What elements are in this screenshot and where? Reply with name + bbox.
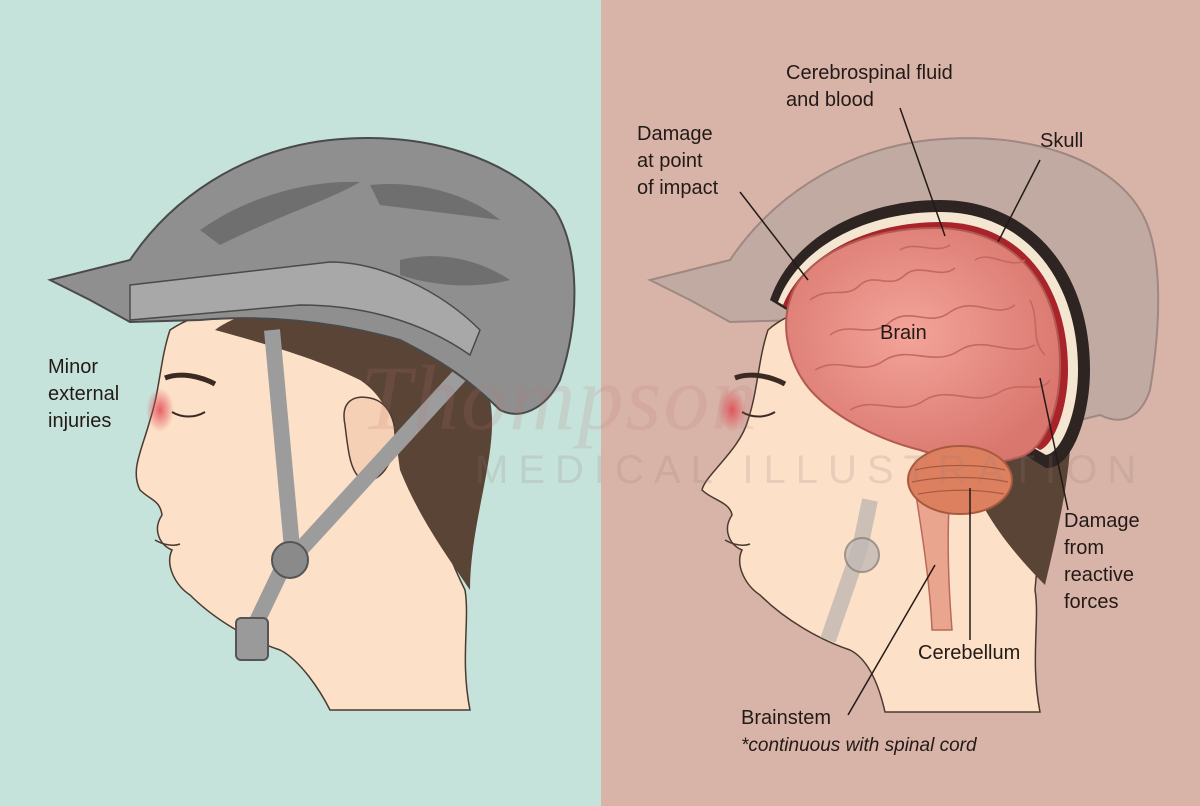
brain-gyri	[809, 244, 1051, 411]
label-brain: Brain	[880, 322, 927, 344]
label-cerebellum: Cerebellum	[918, 642, 1021, 664]
leader-damage-reactive	[1039, 377, 1069, 511]
leader-damage-impact	[739, 191, 809, 281]
left-eye	[171, 411, 206, 418]
leader-lines	[739, 107, 1069, 716]
leader-csf-blood	[899, 107, 946, 237]
left-bruise	[146, 388, 174, 432]
leader-skull	[997, 159, 1041, 243]
label-minor-external-injuries: Minor external injuries	[48, 356, 120, 432]
label-skull: Skull	[1040, 130, 1084, 152]
left-helmet-strap-rear	[294, 369, 466, 556]
right-bruise	[718, 388, 746, 432]
label-csf-blood: Cerebrospinal fluid and blood	[786, 62, 953, 111]
label-brainstem: Brainstem	[741, 707, 832, 729]
label-brainstem-note: *continuous with spinal cord	[741, 735, 977, 756]
right-strap-buckle	[844, 537, 880, 573]
left-helmet-vents	[200, 181, 510, 286]
left-eyebrow	[164, 372, 217, 387]
left-strap-buckle	[271, 541, 309, 579]
cerebellum-folds	[911, 464, 1009, 495]
label-damage-impact: Damage at point of impact	[637, 123, 719, 199]
left-mouth	[154, 539, 181, 546]
left-helmet-brim	[129, 261, 481, 357]
leader-brainstem	[847, 564, 936, 716]
label-damage-reactive: Damage from reactive forces	[1064, 510, 1140, 613]
right-eyebrow	[734, 372, 787, 387]
right-mouth	[724, 539, 751, 546]
left-hair	[215, 300, 493, 590]
right-head	[647, 137, 1160, 713]
left-chin-clip	[235, 617, 269, 661]
cerebellum-shape	[907, 445, 1013, 515]
left-head	[47, 137, 576, 711]
brain-shape	[785, 226, 1062, 464]
